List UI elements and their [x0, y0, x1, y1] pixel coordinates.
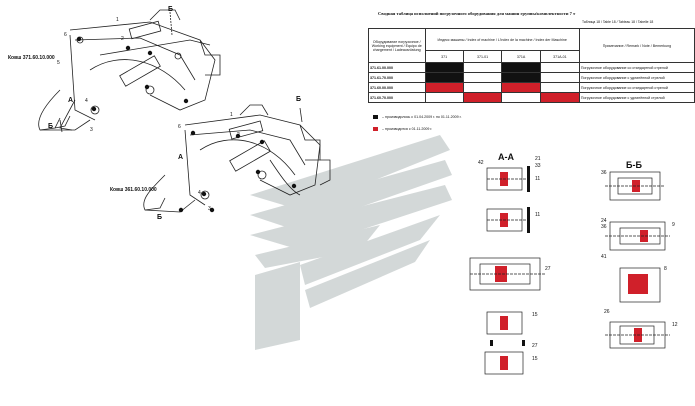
equipment-note: Погрузочное оборудование с удлинённой ст… [578, 92, 695, 103]
applicability-cell [462, 72, 503, 83]
kit-label-361: Ковш 361.60.10.000 [110, 187, 157, 193]
table-legend: – производилось с 01.04.2009 г. по 01.11… [373, 111, 461, 135]
callout: 27 [545, 266, 551, 272]
applicability-cell [539, 72, 580, 83]
view-b-label-2: Б [296, 96, 302, 103]
callout: 27 [532, 343, 538, 349]
callout: 2 [237, 132, 240, 138]
section-bb-title: Б-Б [626, 160, 642, 170]
table-row: 371.60.00.000 Погрузочное оборудование со… [368, 82, 695, 93]
applicability-cell [424, 92, 464, 103]
callout: 42 [478, 160, 484, 166]
legend-item: – производилось с 01.04.2009 г. по 01.11… [373, 111, 461, 123]
legend-swatch [373, 115, 378, 119]
model-header: 371А-01 [539, 50, 580, 63]
equipment-note: Погрузочное оборудование со стандартной … [578, 62, 695, 73]
equipment-code: 371.60.70.000 [368, 92, 426, 103]
section-bb-drawing [605, 171, 670, 349]
view-b-label-1b: Б [48, 123, 54, 130]
callout: 12 [672, 322, 678, 328]
equipment-code: 371.61.00.000 [368, 62, 426, 73]
applicability-cell [539, 82, 580, 93]
applicability-cell [462, 82, 503, 93]
callout: 21 [535, 156, 541, 162]
applicability-cell [501, 62, 541, 73]
kit-label-371: Ковш 371.60.10.000 [8, 55, 55, 61]
legend-item: – производится с 01.11.2009 г. [373, 123, 461, 135]
view-a-label-1: А [68, 97, 74, 104]
callout: 15 [532, 356, 538, 362]
applicability-cell [424, 82, 464, 93]
table-title: Сводная таблица исполнений погрузочного … [378, 11, 576, 16]
applicability-cell [501, 72, 541, 83]
callout: 33 [535, 163, 541, 169]
model-header: 371-01 [462, 50, 503, 63]
callout: 9 [672, 222, 675, 228]
table-row: 371.61.00.000 Погрузочное оборудование со… [368, 62, 695, 73]
view-a-label-2: А [178, 154, 184, 161]
note-header: Примечание / Remark / Note / Bemerkung [578, 28, 695, 63]
legend-swatch [373, 127, 378, 131]
callout: 11 [535, 212, 541, 218]
callout: 11 [535, 176, 541, 182]
callout: 41 [601, 254, 607, 260]
legend-text: – производится с 01.11.2009 г. [382, 127, 433, 131]
callout: 36 [601, 170, 607, 176]
loader-drawing-1 [38, 9, 221, 133]
callout: 26 [604, 309, 610, 315]
equipment-note: Погрузочное оборудование со стандартной … [578, 82, 695, 93]
applicability-cell [501, 82, 541, 93]
applicability-cell [424, 72, 464, 83]
equipment-table: Оборудование погрузочное / Working equip… [368, 28, 695, 103]
callout: 36 [601, 224, 607, 230]
models-header: Индекс машины / Index of machine / L'ind… [424, 28, 580, 51]
callout: 24 [601, 218, 607, 224]
applicability-cell [501, 92, 541, 103]
callout: 4 [198, 190, 201, 196]
equipment-code: 371.60.00.000 [368, 82, 426, 93]
applicability-cell [424, 62, 464, 73]
table-row: 371.60.70.000 Погрузочное оборудование с … [368, 92, 695, 103]
table-row: 371.61.70.000 Погрузочное оборудование с … [368, 72, 695, 83]
loader-drawing-2 [143, 104, 331, 213]
callout: 5 [57, 60, 60, 66]
callout: 3 [208, 206, 211, 212]
model-header: 371 [424, 50, 464, 63]
view-b-label-2b: Б [157, 214, 163, 221]
callout: 8 [664, 266, 667, 272]
callout: 6 [178, 124, 181, 130]
applicability-cell [539, 92, 580, 103]
callout: 6 [64, 32, 67, 38]
callout: 4 [85, 98, 88, 104]
view-b-label-1: Б [168, 6, 174, 13]
callout: 3 [90, 127, 93, 133]
applicability-cell [462, 62, 503, 73]
watermark-logo [250, 135, 452, 350]
callout: 1 [116, 17, 119, 23]
legend-text: – производилось с 01.04.2009 г. по 01.11… [382, 115, 462, 119]
section-aa-title: А-А [498, 152, 514, 162]
equipment-note: Погрузочное оборудование с удлинённой ст… [578, 72, 695, 83]
table-number: Таблица 18 / Table 18 / Tableau 18 / Tab… [582, 20, 654, 24]
applicability-cell [462, 92, 503, 103]
callout: 1 [230, 112, 233, 118]
equipment-code: 371.61.70.000 [368, 72, 426, 83]
section-aa-drawing [469, 167, 545, 375]
applicability-cell [539, 62, 580, 73]
equipment-header: Оборудование погрузочное / Working equip… [368, 28, 426, 63]
callout: 15 [532, 312, 538, 318]
model-header: 371А [501, 50, 541, 63]
callout: 2 [121, 36, 124, 42]
